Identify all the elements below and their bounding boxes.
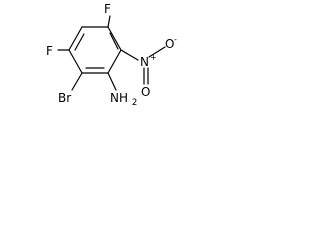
atom-nitro-n: N [140,55,149,69]
atom-f-top: F [104,2,111,16]
atom-nh2: NH 2 [110,91,137,108]
ring-bond-c6-c1 [68,26,83,51]
atom-nitro-o-down: O [141,85,150,99]
bond-c5-br [71,72,83,91]
bond-c4-nh2 [107,72,117,91]
ring-bond-c3-c4 [107,49,122,74]
ring-bond-c2-c3 [107,26,122,51]
atom-nitro-o-right: O [165,37,174,51]
atom-nitro-o-right-charge: - [174,35,177,44]
bond-c3-n [120,49,139,61]
atom-nh2-subscript: 2 [132,98,137,108]
benzene-ring [68,26,122,74]
atom-br: Br [58,91,71,105]
chemical-structure-diagram: F F N + O - O Br NH 2 [46,2,177,108]
atom-labels: F F N + O - O Br NH 2 [46,2,177,108]
ring-double-bond-c6-c1 [74,33,85,51]
atom-nh2-main: NH [110,91,128,105]
bond-c2-f [107,15,111,28]
atom-f-left: F [46,44,53,58]
atom-nitro-n-charge: + [150,53,157,62]
ring-double-bond-c2-c3 [109,32,119,50]
ring-bond-c5-c6 [68,49,83,74]
substituent-bonds [57,15,166,91]
bond-n-o-right [148,46,166,58]
